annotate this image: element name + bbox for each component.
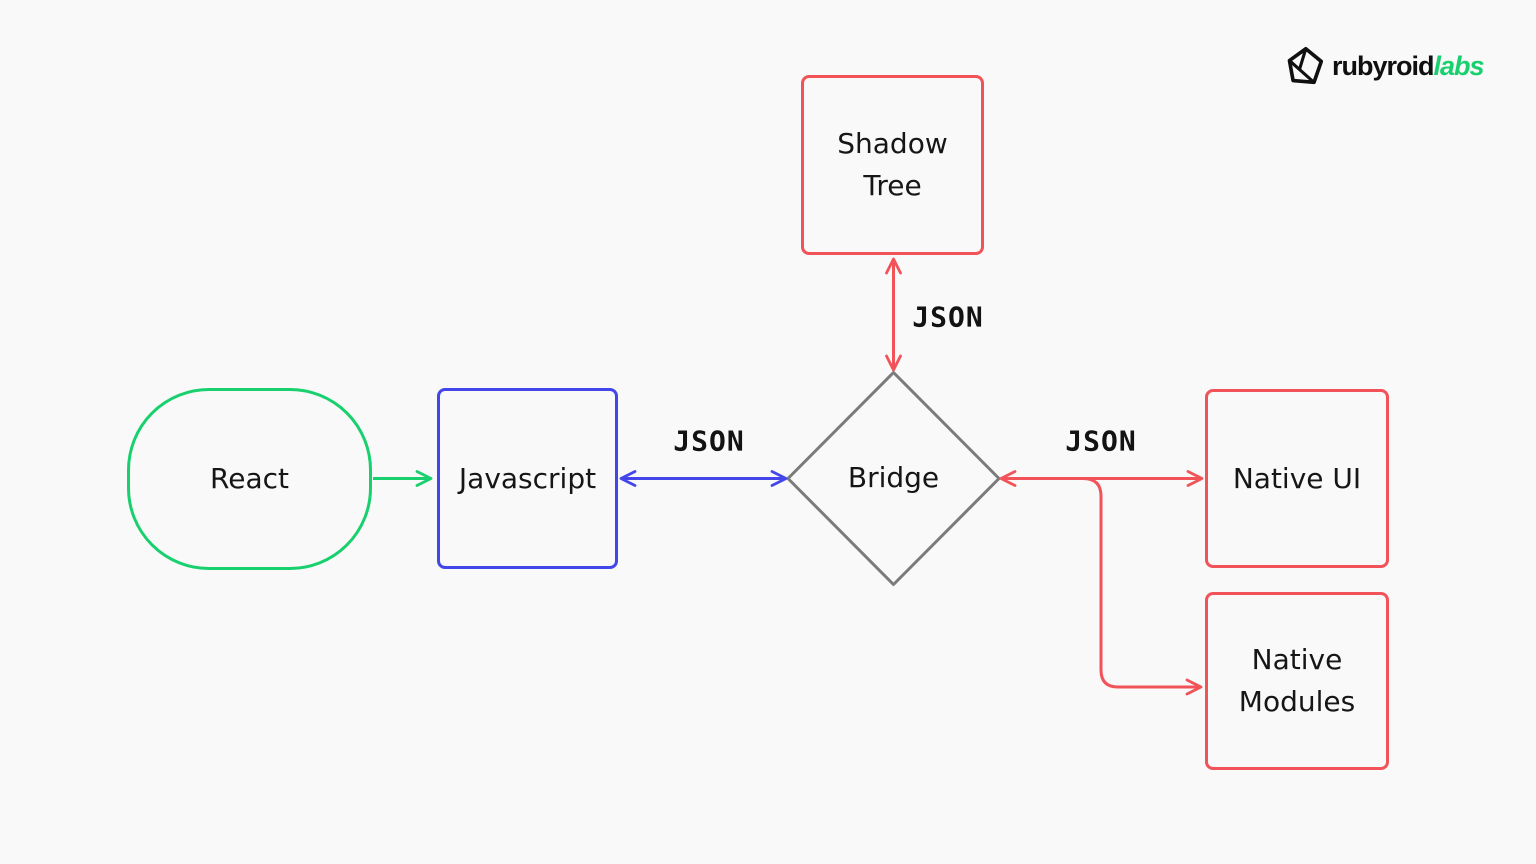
- edge-bridge-nativemodules: [1082, 477, 1203, 696]
- gem-icon: [1287, 46, 1324, 85]
- node-react-label: React: [210, 462, 289, 495]
- node-shadow-tree: Shadow Tree: [801, 75, 984, 255]
- node-native-modules-label: Native Modules: [1238, 643, 1356, 718]
- node-native-ui: Native UI: [1205, 389, 1389, 568]
- rubyroidlabs-logo: rubyroidlabs: [1284, 45, 1485, 87]
- node-javascript: Javascript: [437, 388, 618, 569]
- logo-wordmark: rubyroidlabs: [1332, 50, 1485, 82]
- node-react: React: [127, 388, 372, 570]
- bridge-diamond-shape: [786, 371, 1001, 586]
- node-shadow-tree-label: Shadow Tree: [837, 127, 948, 202]
- edge-label-shadowtree-bridge: JSON: [912, 300, 984, 334]
- node-native-ui-label: Native UI: [1232, 461, 1362, 495]
- edge-label-bridge-nativeui: JSON: [1065, 424, 1137, 458]
- logo-suffix-text: labs: [1433, 50, 1485, 81]
- edge-label-javascript-bridge: JSON: [673, 424, 745, 458]
- node-bridge: Bridge: [788, 372, 999, 584]
- node-native-modules: Native Modules: [1205, 592, 1389, 770]
- node-bridge-label: Bridge: [847, 461, 940, 494]
- logo-brand-text: rubyroid: [1332, 50, 1435, 81]
- node-javascript-label: Javascript: [458, 461, 597, 495]
